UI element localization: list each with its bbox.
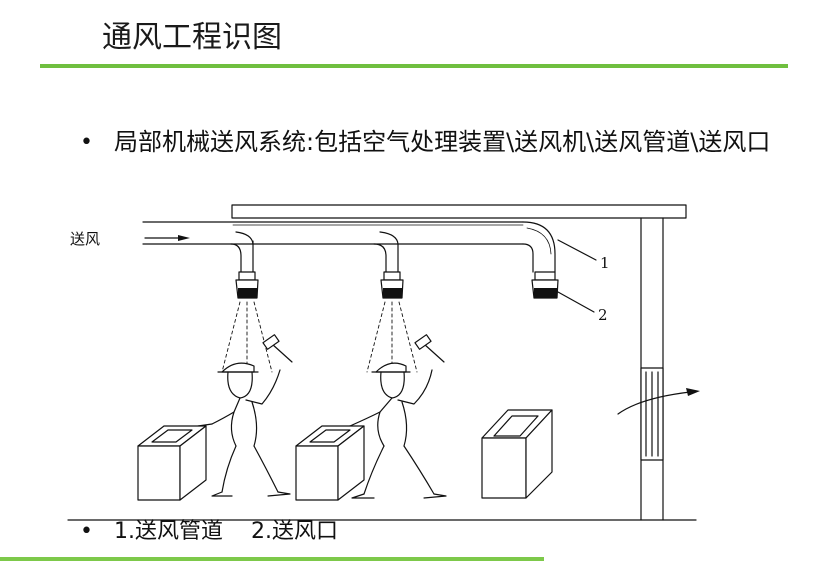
inlet-label: 送风	[70, 230, 100, 248]
callout-2: 2	[598, 306, 608, 324]
callout-1: 1	[600, 254, 610, 272]
inlet-arrow	[144, 235, 190, 241]
slide-title: 通风工程识图	[102, 20, 282, 55]
supply-outlet-3	[531, 271, 559, 299]
machine-2	[295, 425, 365, 501]
worker-2	[335, 334, 447, 499]
supply-duct	[142, 221, 556, 273]
machine-3	[481, 409, 553, 499]
air-jet-1	[221, 301, 273, 373]
caption-dot-icon: •	[80, 519, 93, 544]
callout-leader-1	[557, 239, 597, 261]
caption-item-2: 2.送风口	[251, 519, 338, 544]
supply-outlet-2	[373, 231, 404, 299]
worker-1	[197, 334, 293, 497]
bullet-text: 局部机械送风系统:包括空气处理装置\送风机\送风管道\送风口	[114, 128, 771, 156]
exhaust-arrow	[617, 388, 700, 415]
callout-leader-2	[557, 291, 595, 313]
caption-item-1: 1.送风管道	[114, 519, 223, 544]
roof	[231, 204, 687, 219]
supply-outlet-1	[230, 231, 259, 299]
right-wall	[640, 217, 664, 521]
bullet-dot-icon: •	[80, 130, 93, 155]
title-divider	[40, 64, 788, 68]
air-jet-2	[366, 301, 418, 373]
caption-bullet: • 1.送风管道 2.送风口	[80, 517, 338, 547]
bottom-divider	[0, 557, 544, 561]
machine-1	[137, 425, 207, 501]
